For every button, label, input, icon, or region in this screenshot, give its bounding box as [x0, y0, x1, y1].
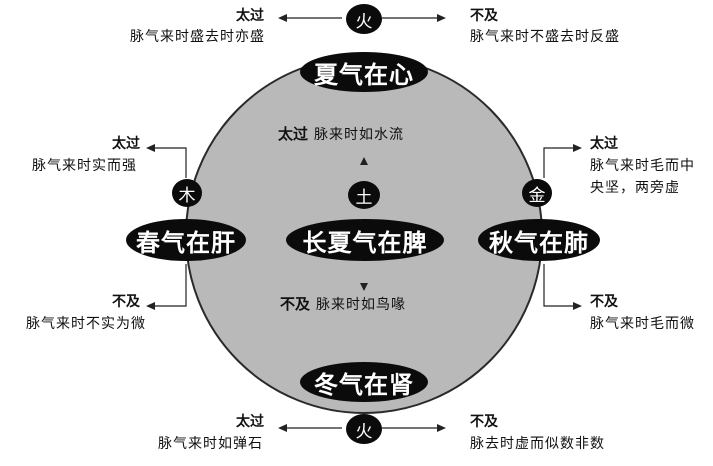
autumn-lung-label: 秋气在肺 [478, 219, 600, 261]
right-excess-pulse-line2: 央坚，两旁虚 [590, 180, 680, 196]
spring-liver-label: 春气在肝 [126, 219, 246, 261]
right-deficient-pulse: 脉气来时毛而微 [590, 316, 695, 332]
center-down-arrow [360, 283, 368, 291]
top-deficient-pulse: 脉气来时不盛去时反盛 [470, 29, 620, 45]
late-summer-spleen-label: 长夏气在脾 [286, 219, 444, 261]
left-deficient-pulse: 脉气来时不实为微 [26, 316, 146, 332]
left-element-badge: 木 [172, 179, 202, 207]
right-excess-label: 太过 [590, 136, 618, 152]
center-deficient: 不及脉来时如鸟喙 [280, 295, 407, 313]
winter-kidney-label: 冬气在肾 [300, 362, 428, 402]
right-deficient-bracket [543, 264, 578, 307]
right-deficient-label: 不及 [590, 294, 618, 310]
bottom-deficient-label: 不及 [470, 414, 498, 430]
right-excess-bracket [543, 147, 578, 178]
top-deficient-label: 不及 [470, 8, 498, 24]
left-deficient-bracket [150, 264, 187, 307]
bottom-deficient-pulse: 脉去时虚而似数非数 [470, 436, 605, 452]
summer-heart-label: 夏气在心 [300, 52, 428, 92]
left-excess-label: 太过 [112, 136, 140, 152]
top-element-badge: 火 [346, 4, 382, 34]
left-excess-pulse: 脉气来时实而强 [32, 158, 137, 174]
bottom-excess-label: 太过 [236, 414, 264, 430]
bottom-element-badge: 火 [346, 414, 382, 444]
center-element-badge: 土 [348, 181, 380, 209]
bottom-excess-pulse: 脉气来时如弹石 [158, 436, 263, 452]
center-excess: 太过脉来时如水流 [278, 125, 405, 143]
top-excess-label: 太过 [236, 8, 264, 24]
right-element-badge: 金 [522, 179, 552, 207]
top-excess-pulse: 脉气来时盛去时亦盛 [130, 29, 265, 45]
right-excess-pulse-line1: 脉气来时毛而中 [590, 158, 695, 174]
left-deficient-label: 不及 [112, 294, 140, 310]
left-excess-bracket [150, 147, 187, 178]
center-up-arrow [360, 157, 368, 165]
